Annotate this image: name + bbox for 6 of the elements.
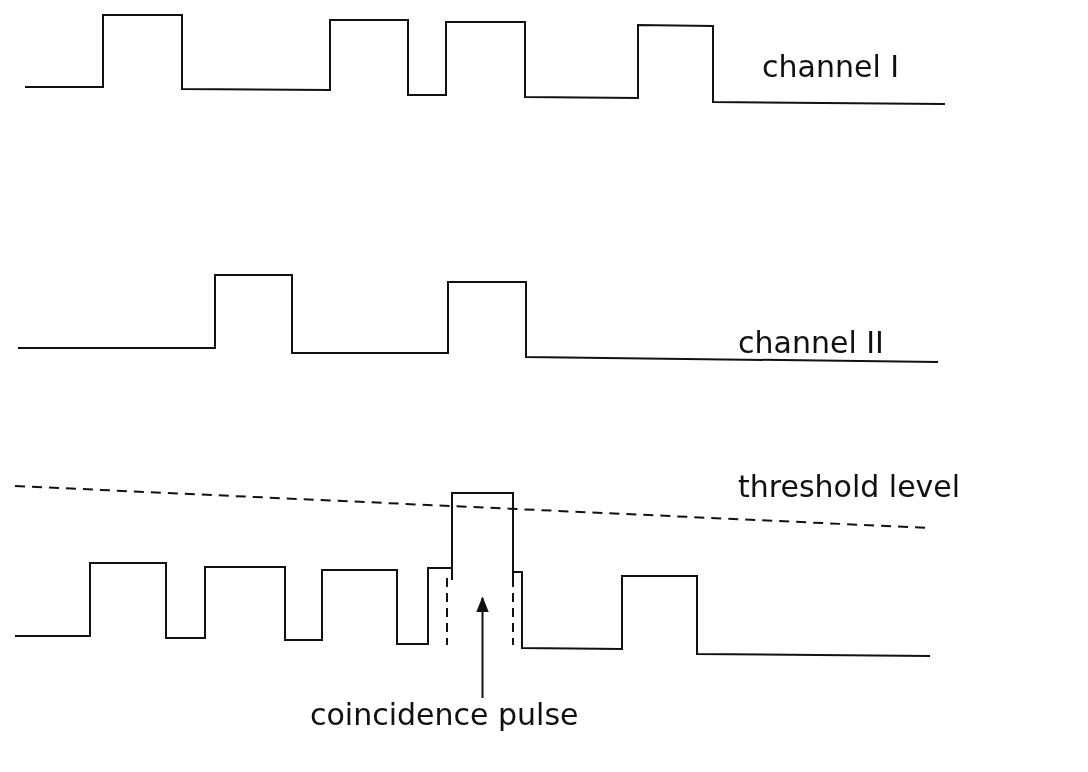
- waveform-label: threshold level: [738, 472, 961, 502]
- coincidence-pulse: [451, 492, 514, 581]
- arrow: [476, 596, 489, 699]
- callout-text: coincidence pulse: [310, 700, 579, 730]
- waveform-label: channel II: [738, 328, 884, 358]
- waveform-label: channel I: [762, 52, 900, 82]
